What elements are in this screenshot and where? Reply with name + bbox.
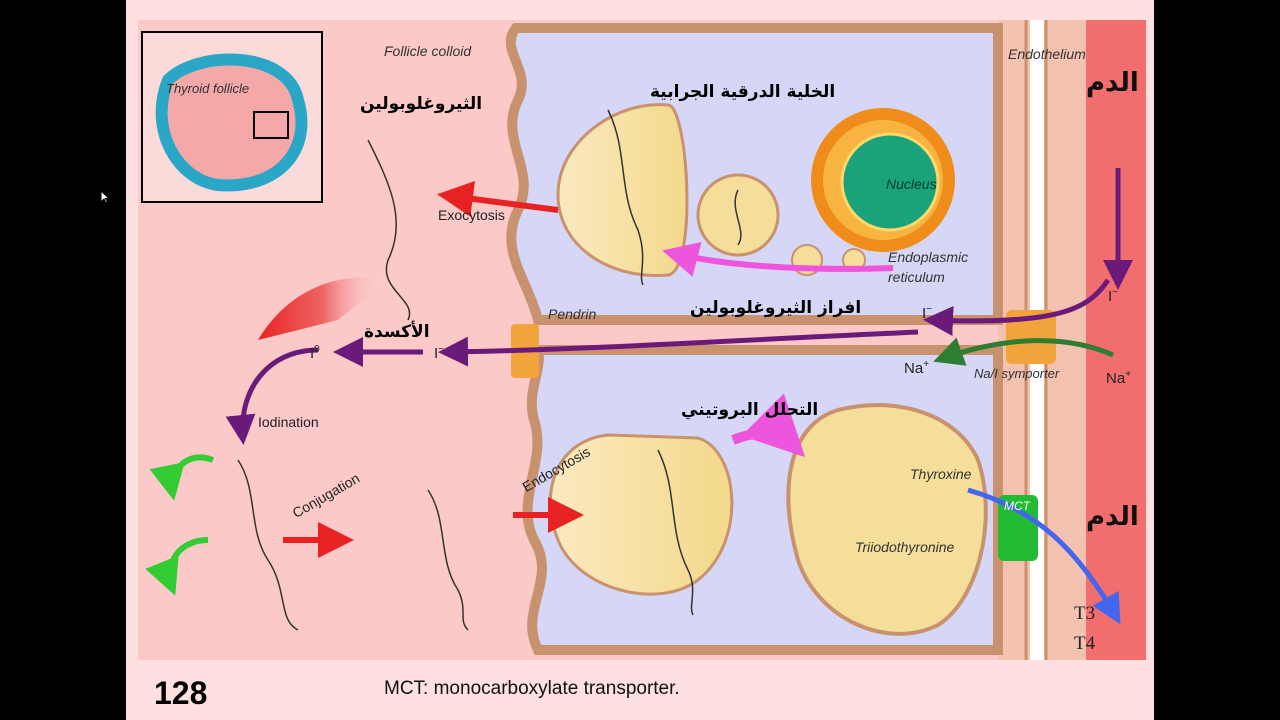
pendrin-label: Pendrin bbox=[548, 306, 597, 322]
exocytosis-vesicle bbox=[556, 103, 689, 277]
nucleus-label: Nucleus bbox=[886, 176, 937, 192]
slide-number: 128 bbox=[154, 675, 208, 711]
endothelium-label: Endothelium bbox=[1008, 46, 1086, 62]
footnote: MCT: monocarboxylate transporter. bbox=[384, 678, 680, 699]
sodium-label-blood: Na+ bbox=[1106, 369, 1132, 387]
thyroglobulin-vesicle bbox=[696, 173, 780, 257]
thyroid-follicle-label: Thyroid follicle bbox=[166, 81, 250, 96]
iodination-arrow bbox=[225, 347, 319, 445]
thyroid-follicle-inset bbox=[141, 31, 323, 203]
iodide-uptake-arrow bbox=[923, 278, 1111, 336]
hormone-release-arrow bbox=[967, 487, 1121, 625]
t4-label: T4 bbox=[1074, 633, 1096, 654]
iodide-label-blood: I− bbox=[1108, 287, 1119, 305]
thyroglobulin-secretion-arrow bbox=[662, 242, 894, 277]
follicular-cell-ar-label: الخلية الدرقية الجرابية bbox=[650, 82, 836, 102]
mct-channel bbox=[998, 495, 1038, 561]
triiodothyronine-label: Triiodothyronine bbox=[855, 539, 955, 555]
mct-label: MCT bbox=[1004, 499, 1030, 513]
lysosome bbox=[786, 403, 988, 636]
thyroxine-label: Thyroxine bbox=[910, 466, 972, 482]
blood-ar-label-top: الدم bbox=[1086, 68, 1139, 98]
endocytosis-vesicle bbox=[548, 433, 734, 596]
endoplasmic-label: Endoplasmic bbox=[888, 249, 969, 265]
iodination-curl-2 bbox=[145, 537, 209, 596]
oxidation-ar-label: الأكسدة bbox=[364, 322, 430, 342]
exocytosis-label: Exocytosis bbox=[438, 207, 505, 223]
diagram-canvas bbox=[141, 20, 1146, 660]
mouse-cursor-icon bbox=[100, 190, 110, 204]
thyroglobulin-secretion-ar-label: افراز الثيروغلوبولين bbox=[690, 298, 862, 318]
iodine-atom-label: I0 bbox=[310, 344, 320, 362]
t3-label: T3 bbox=[1074, 603, 1096, 624]
na-i-symporter-label: Na/I symporter bbox=[974, 366, 1060, 381]
thyroglobulin-ar-label: الثيروغلوبولين bbox=[360, 94, 483, 114]
nucleus bbox=[840, 132, 940, 232]
iodination-label: Iodination bbox=[258, 414, 319, 430]
iodide-efflux-arrow bbox=[438, 329, 919, 367]
iodination-curl-1 bbox=[149, 454, 215, 501]
exocytosis-arrow bbox=[437, 181, 559, 217]
follicle-colloid-label: Follicle colloid bbox=[384, 43, 472, 59]
proteolysis-ar-label: التحلل البروتيني bbox=[681, 400, 819, 420]
thyroid-hormone-synthesis-diagram: Thyroid follicle Follicle colloid Endoth… bbox=[138, 20, 1146, 660]
na-i-symporter-channel bbox=[1006, 310, 1056, 364]
sodium-label-cell: Na+ bbox=[904, 359, 930, 377]
blood-vessel bbox=[1086, 20, 1146, 660]
reticulum-label: reticulum bbox=[888, 269, 945, 285]
iodide-label-pendrin: I− bbox=[434, 344, 445, 362]
blood-ar-label-bottom: الدم bbox=[1086, 502, 1139, 532]
iodide-label-cell: I− bbox=[922, 304, 933, 322]
proteolysis-arrow bbox=[731, 393, 806, 458]
sodium-arrow bbox=[933, 337, 1115, 366]
slide: Thyroid follicle Follicle colloid Endoth… bbox=[126, 0, 1154, 720]
thyroglobulin-molecules bbox=[237, 109, 742, 631]
